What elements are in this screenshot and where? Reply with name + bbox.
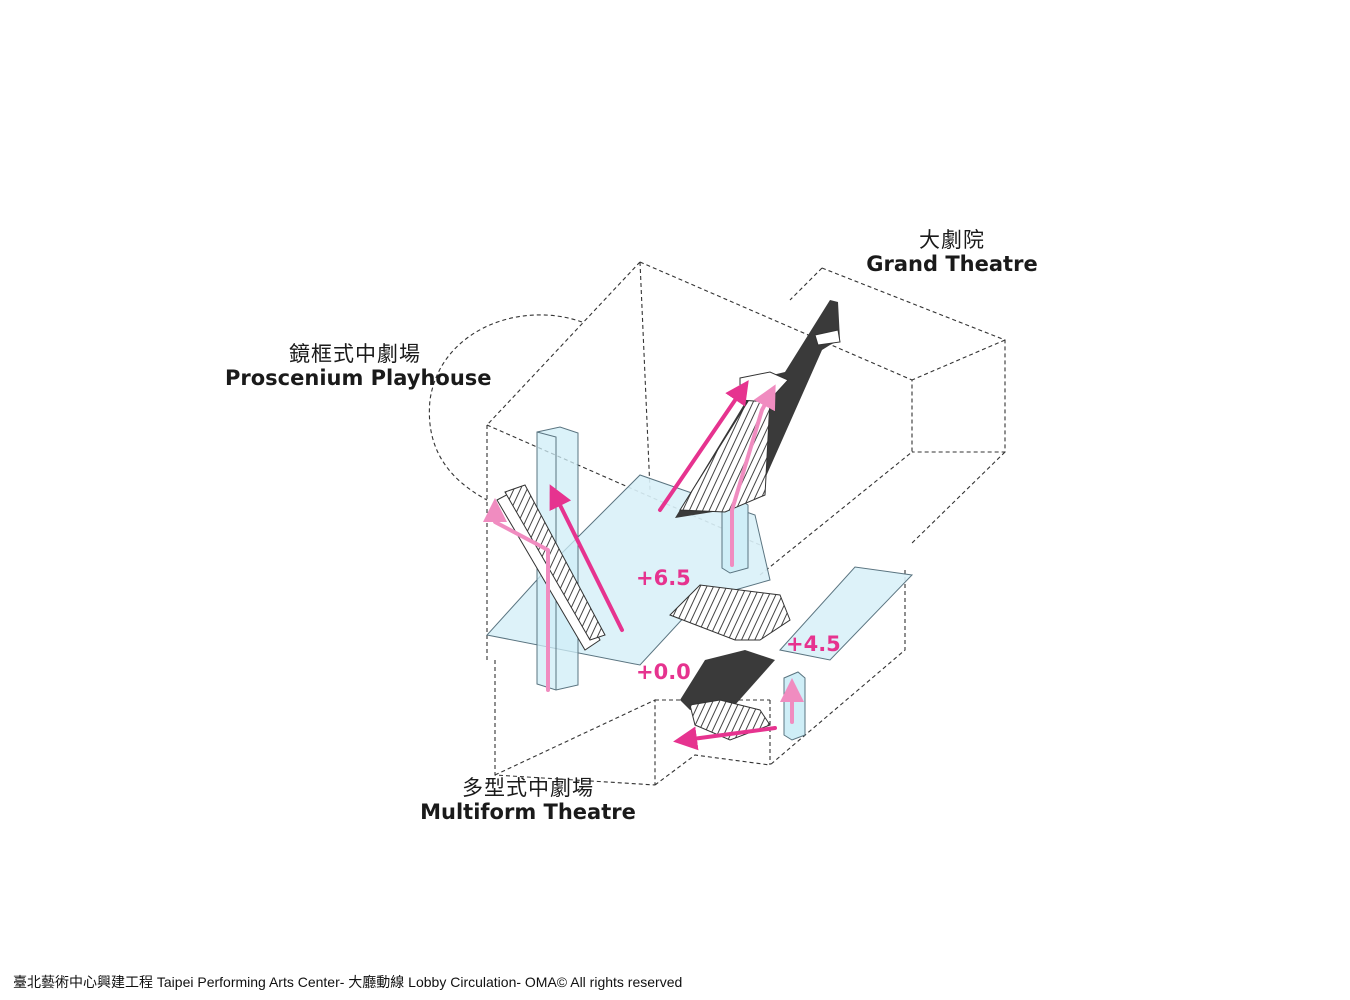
proscenium-playhouse-label-zh: 鏡框式中劇場	[289, 342, 421, 366]
level-label-0-0: +0.0	[636, 660, 691, 684]
arrow-proscenium-lift	[483, 498, 550, 692]
arrow-proscenium-escalator	[549, 484, 624, 632]
circulation-arrows	[483, 380, 804, 751]
proscenium-playhouse-label: 鏡框式中劇場 Proscenium Playhouse	[225, 342, 492, 391]
multiform-theatre-label-zh: 多型式中劇場	[462, 776, 594, 800]
multiform-theatre-label-en: Multiform Theatre	[420, 800, 636, 825]
grand-theatre-label-zh: 大劇院	[919, 228, 985, 252]
proscenium-playhouse-label-en: Proscenium Playhouse	[225, 366, 492, 391]
level-label-6-5: +6.5	[636, 566, 691, 590]
arrow-grand-lift	[730, 384, 776, 567]
level-label-4-5: +4.5	[786, 632, 841, 656]
floor-plate-4-5	[779, 566, 914, 661]
multiform-theatre-label: 多型式中劇場 Multiform Theatre	[413, 776, 643, 824]
arrow-multiform-entry	[673, 726, 777, 751]
grand-theatre-label-en: Grand Theatre	[866, 252, 1038, 277]
image-caption: 臺北藝術中心興建工程 Taipei Performing Arts Center…	[13, 974, 683, 990]
arrow-grand-escalator	[658, 380, 749, 512]
central-stairs	[669, 584, 791, 741]
grand-theatre-label: 大劇院 Grand Theatre	[862, 228, 1042, 276]
grand-theatre-volume	[486, 261, 1006, 576]
grand-theatre-stairs	[675, 300, 841, 518]
